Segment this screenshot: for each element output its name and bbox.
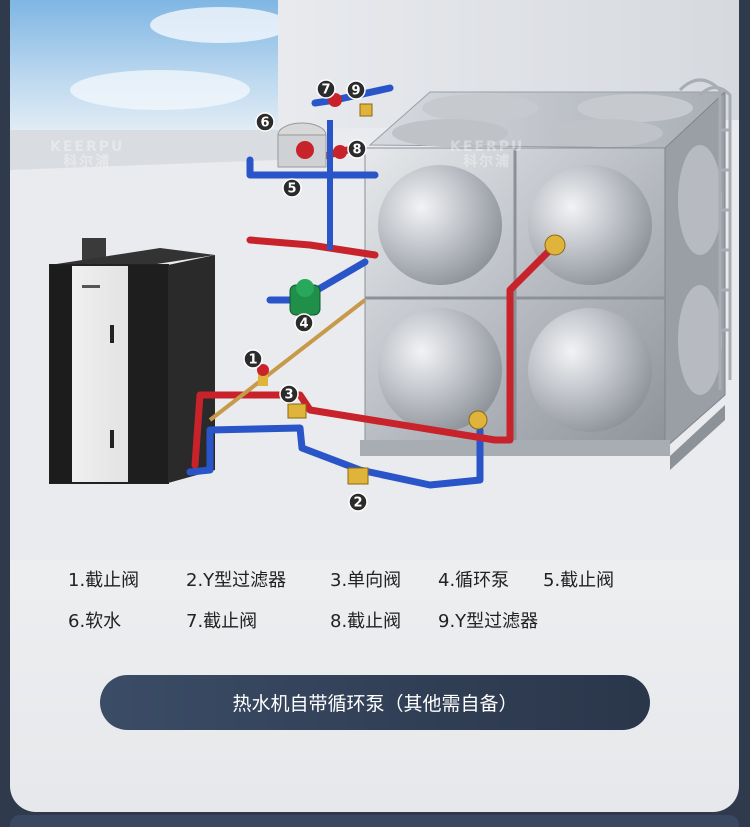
water-tank [360, 90, 727, 470]
legend-item: 4.循环泵 [438, 570, 510, 591]
stop-valve-8 [333, 145, 347, 159]
softener-6 [277, 122, 327, 168]
ladder [678, 78, 732, 390]
cloud [150, 7, 290, 43]
legend-item: 2.Y型过滤器 [186, 570, 287, 591]
marker-badge-4: 4 [294, 313, 314, 333]
marker-number: 7 [321, 83, 330, 98]
marker-number: 1 [248, 353, 257, 368]
marker-number: 8 [352, 143, 361, 158]
legend-item: 3.单向阀 [330, 570, 402, 591]
marker-badge-7: 7 [316, 79, 336, 99]
circulation-pump-4 [289, 279, 321, 316]
marker-badge-5: 5 [282, 178, 302, 198]
legend-item: 7.截止阀 [186, 611, 258, 632]
next-section-edge [10, 815, 739, 827]
installation-scene: 1 2 3 4 5 6 7 8 9 [10, 0, 739, 560]
watermark-en: KEERPU [450, 139, 525, 155]
watermark-cn: 科尔浦 [63, 154, 112, 170]
brass-pipe [208, 298, 367, 422]
marker-badge-3: 3 [279, 384, 299, 404]
left-wall [10, 130, 278, 170]
watermark-en: KEERPU [50, 139, 125, 155]
y-strainer-2 [347, 467, 369, 485]
marker-number: 2 [353, 496, 362, 511]
diagram-card: 1 2 3 4 5 6 7 8 9 KEERPU 科尔浦 KEERPU 科尔浦 1.截止阀 2.… [10, 0, 739, 812]
legend-item: 8.截止阀 [330, 611, 402, 632]
legend-item: 9.Y型过滤器 [438, 611, 539, 632]
heat-pump-unit [49, 238, 215, 484]
legend-item: 5.截止阀 [543, 570, 615, 591]
tank-inlet-fitting [544, 234, 566, 256]
cloud [70, 70, 250, 110]
marker-number: 6 [260, 116, 269, 131]
marker-number: 3 [284, 388, 293, 403]
marker-badge-6: 6 [255, 112, 275, 132]
stop-valve-1 [257, 364, 269, 386]
marker-badge-9: 9 [346, 80, 366, 100]
legend-item: 1.截止阀 [68, 570, 140, 591]
marker-number: 9 [351, 84, 360, 99]
marker-badge-2: 2 [348, 492, 368, 512]
note-banner: 热水机自带循环泵（其他需自备） [100, 675, 650, 730]
marker-badge-1: 1 [243, 349, 263, 369]
legend-row-1: 1.截止阀 2.Y型过滤器 3.单向阀 4.循环泵 5.截止阀 [10, 566, 739, 596]
marker-number: 5 [287, 182, 296, 197]
tank-outlet-fitting [468, 410, 488, 430]
watermark: KEERPU 科尔浦 [450, 140, 524, 170]
marker-badge-8: 8 [347, 139, 367, 159]
watermark-cn: 科尔浦 [463, 154, 512, 170]
y-strainer-9 [359, 103, 373, 117]
legend-row-2: 6.软水 7.截止阀 8.截止阀 9.Y型过滤器 [10, 607, 739, 637]
check-valve-3 [287, 403, 307, 419]
marker-number: 4 [299, 317, 308, 332]
legend-item: 6.软水 [68, 611, 122, 632]
watermark: KEERPU 科尔浦 [50, 140, 124, 170]
